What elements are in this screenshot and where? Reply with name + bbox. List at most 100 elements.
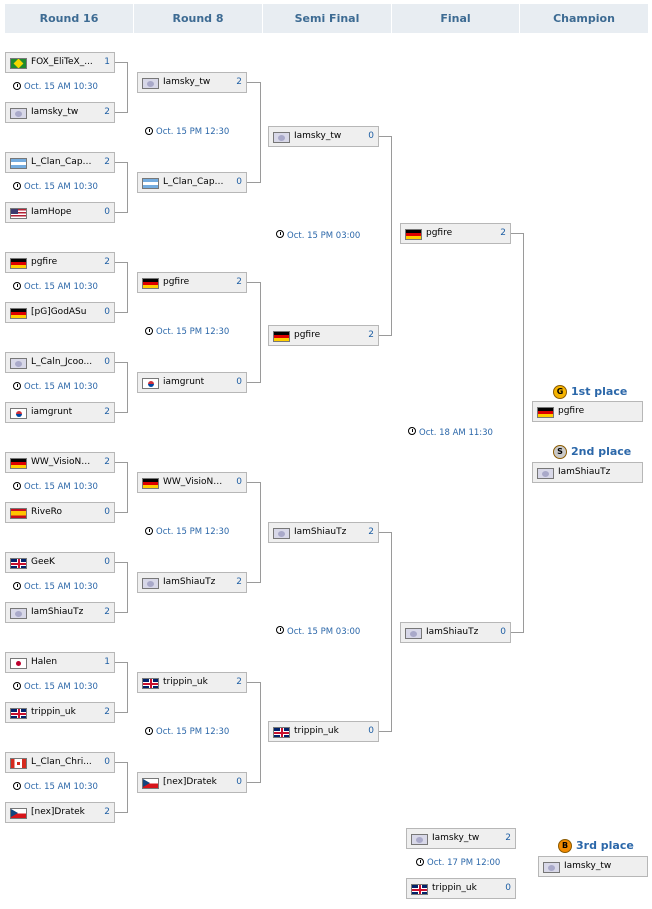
flag-tw-icon xyxy=(142,578,159,589)
match-time: Oct. 15 AM 10:30 xyxy=(13,681,98,693)
match-time: Oct. 15 AM 10:30 xyxy=(13,781,98,793)
match-time-text: Oct. 15 AM 10:30 xyxy=(24,282,98,292)
clock-icon xyxy=(13,381,21,390)
placement-text: 2nd place xyxy=(571,445,632,458)
player-name: iamgrunt xyxy=(163,377,205,387)
player-slot[interactable]: WW_VisioN_d...0 xyxy=(137,472,247,493)
clock-icon xyxy=(13,781,21,790)
match-time: Oct. 17 PM 12:00 xyxy=(416,857,500,869)
player-score: 2 xyxy=(236,77,242,87)
match-time-text: Oct. 15 AM 10:30 xyxy=(24,82,98,92)
connector-line xyxy=(247,682,261,783)
medal-b-icon: B xyxy=(558,839,572,853)
player-slot[interactable]: iamgrunt 0 xyxy=(137,372,247,393)
match-time: Oct. 15 AM 10:30 xyxy=(13,81,98,93)
player-name: pgfire xyxy=(426,228,453,238)
player-name: [nex]Dratek xyxy=(31,807,85,817)
clock-icon xyxy=(276,230,284,238)
match-time: Oct. 15 AM 10:30 xyxy=(13,381,98,393)
player-slot[interactable]: L_Caln_Jcoo...0 xyxy=(5,352,115,373)
player-score: 1 xyxy=(104,57,110,67)
round-header-bar: Round 16 Round 8 Semi Final Final Champi… xyxy=(5,4,648,33)
flag-ca-icon xyxy=(10,758,27,769)
flag-kr-icon xyxy=(142,378,159,389)
player-slot[interactable]: L_Clan_Capo...0 xyxy=(137,172,247,193)
player-score: 2 xyxy=(104,607,110,617)
player-slot[interactable]: FOX_EliTeX_...1 xyxy=(5,52,115,73)
match-time-text: Oct. 15 AM 10:30 xyxy=(24,382,98,392)
clock-icon xyxy=(145,526,153,535)
connector-line xyxy=(379,136,392,336)
player-name: IamShiauTz xyxy=(558,467,611,477)
player-score: 0 xyxy=(236,377,242,387)
flag-gb-icon xyxy=(273,727,290,738)
player-name: L_Caln_Jcoo... xyxy=(31,357,93,367)
player-name: RiveRo xyxy=(31,507,62,517)
match-time-text: Oct. 15 PM 12:30 xyxy=(156,727,230,737)
player-score: 0 xyxy=(236,177,242,187)
match-time-text: Oct. 15 PM 12:30 xyxy=(156,127,230,137)
match-time-text: Oct. 15 AM 10:30 xyxy=(24,482,98,492)
player-slot[interactable]: L_Clan_Capo...2 xyxy=(5,152,115,173)
connector-line xyxy=(115,562,128,613)
flag-tw-icon xyxy=(10,608,27,619)
player-slot[interactable]: Iamsky_tw 2 xyxy=(137,72,247,93)
player-slot[interactable]: IamShiauTz xyxy=(532,462,643,483)
player-score: 0 xyxy=(104,507,110,517)
player-name: pgfire xyxy=(294,330,321,340)
player-name: Iamsky_tw xyxy=(294,131,342,141)
clock-icon xyxy=(145,326,153,335)
player-slot[interactable]: Iamsky_tw xyxy=(538,856,648,877)
player-name: Iamsky_tw xyxy=(163,77,211,87)
player-name: IamShiauTz xyxy=(426,627,479,637)
player-slot[interactable]: pgfire xyxy=(532,401,643,422)
player-score: 0 xyxy=(236,477,242,487)
player-score: 0 xyxy=(104,307,110,317)
player-score: 2 xyxy=(104,407,110,417)
connector-line xyxy=(247,282,261,383)
player-name: Iamsky_tw xyxy=(564,861,612,871)
clock-icon xyxy=(145,126,153,135)
clock-icon xyxy=(13,281,21,290)
player-name: trippin_uk xyxy=(432,883,477,893)
flag-tw-icon xyxy=(543,862,560,873)
clock-icon xyxy=(13,81,21,90)
player-slot[interactable]: WW_VisioN_d...2 xyxy=(5,452,115,473)
flag-gb-icon xyxy=(411,884,428,895)
player-slot[interactable]: L_Clan_Chri...0 xyxy=(5,752,115,773)
connector-line xyxy=(115,762,128,813)
player-name: IamShiauTz xyxy=(294,527,347,537)
flag-de-icon xyxy=(10,308,27,319)
match-time: Oct. 15 AM 10:30 xyxy=(13,481,98,493)
player-score: 2 xyxy=(236,277,242,287)
connector-line xyxy=(379,532,392,732)
player-score: 2 xyxy=(104,707,110,717)
flag-cz-icon xyxy=(142,778,159,789)
connector-line xyxy=(115,462,128,513)
match-time-text: Oct. 15 AM 10:30 xyxy=(24,182,98,192)
player-slot[interactable]: RiveRo 0 xyxy=(5,502,115,523)
